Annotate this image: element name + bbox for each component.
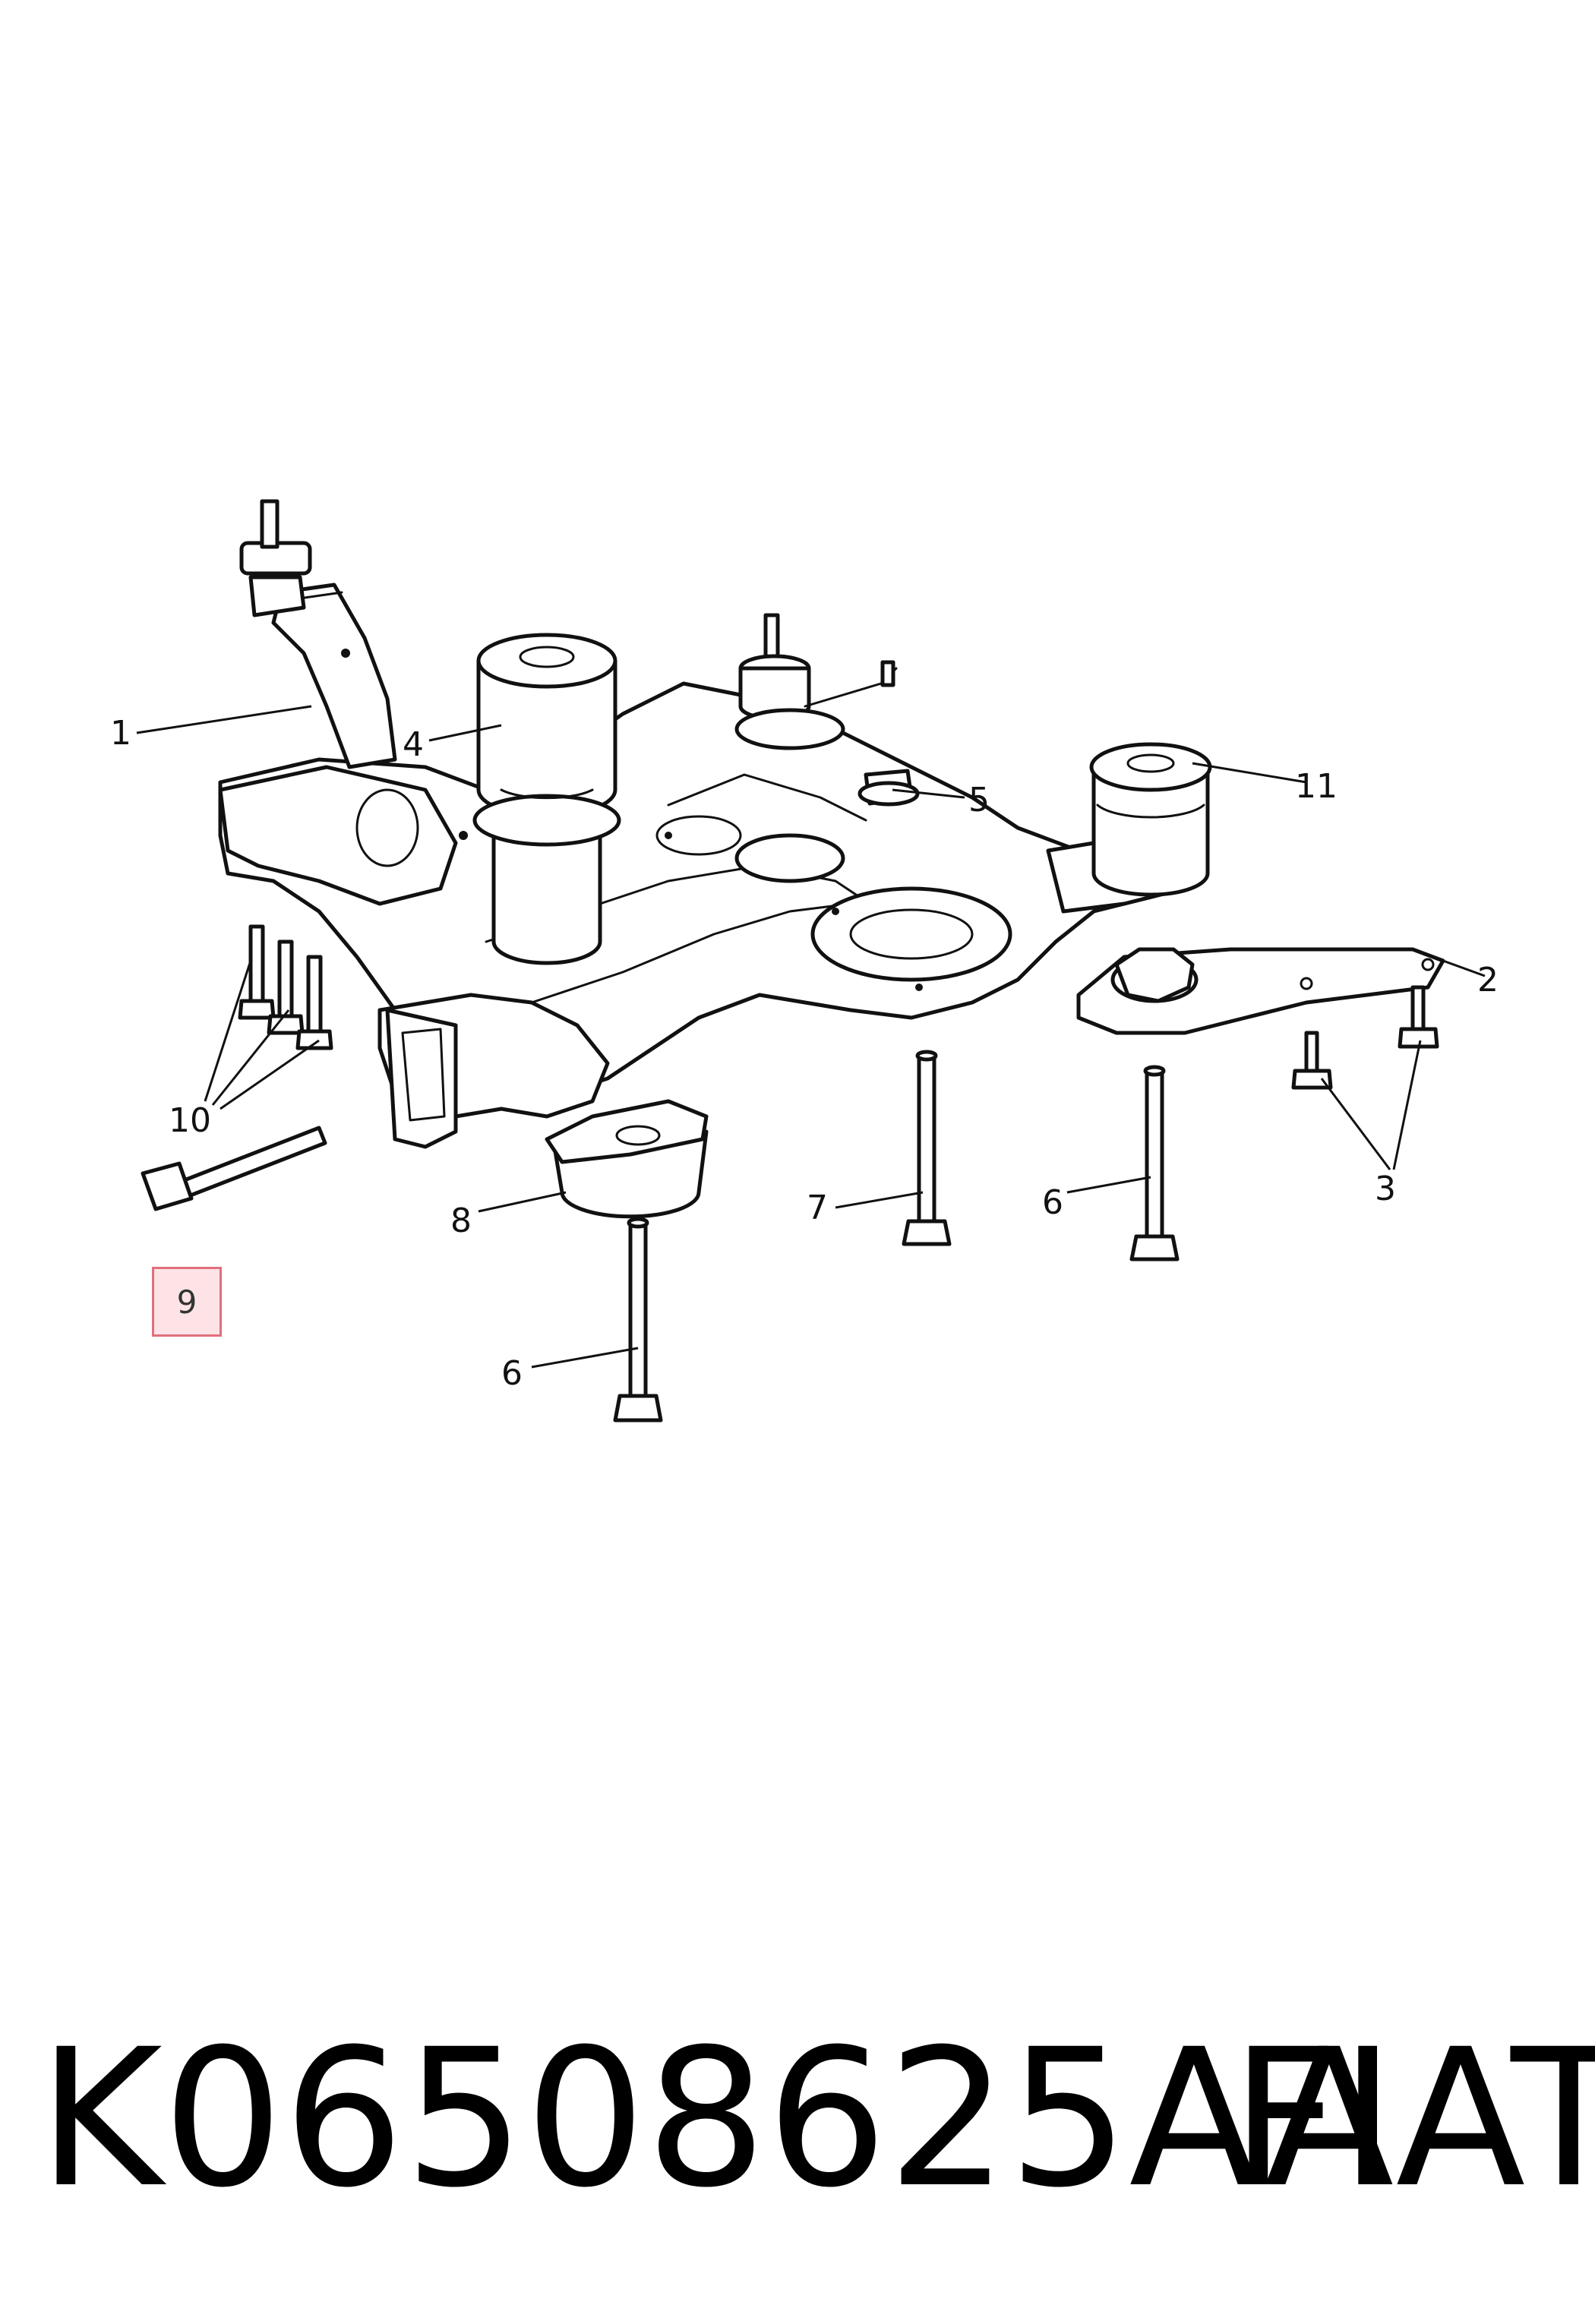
rear-center-mount bbox=[734, 613, 898, 750]
bolt-part-7 bbox=[902, 1050, 952, 1246]
long-bolt-part-9 bbox=[141, 1126, 327, 1211]
bushing-mount-part-11 bbox=[1089, 742, 1212, 897]
callout-9-highlight: 9 bbox=[152, 1267, 222, 1337]
brand-name: FIAT bbox=[1230, 2008, 1595, 2229]
part-number: K06508625AA bbox=[38, 2008, 1394, 2229]
leader-lines bbox=[136, 705, 1486, 1369]
callout-8: 8 bbox=[450, 1201, 472, 1240]
callout-5: 5 bbox=[968, 781, 990, 819]
bushing-cup-part-8 bbox=[545, 1099, 709, 1219]
callout-6-bottom: 6 bbox=[501, 1354, 523, 1393]
callout-4: 4 bbox=[403, 725, 424, 764]
callout-2: 2 bbox=[1477, 961, 1499, 999]
bolts-part-3 bbox=[1291, 985, 1439, 1090]
callout-6-right: 6 bbox=[1042, 1183, 1063, 1222]
bolts-part-10 bbox=[238, 924, 333, 1050]
callout-11: 11 bbox=[1295, 767, 1338, 806]
nut-part-5 bbox=[858, 769, 920, 807]
callout-labels: 1 4 5 11 2 10 3 8 7 6 6 bbox=[110, 714, 1499, 1393]
mount-arm-part-1 bbox=[239, 499, 397, 769]
bolt-part-6-bottom bbox=[613, 1217, 663, 1423]
bolt-part-6-right bbox=[1129, 1065, 1180, 1261]
callout-1: 1 bbox=[110, 714, 131, 753]
callout-7: 7 bbox=[807, 1189, 828, 1227]
bracket-plate-part-2 bbox=[1076, 947, 1445, 1035]
callout-9: 9 bbox=[176, 1283, 197, 1321]
cylinder-mount-part-4 bbox=[472, 633, 621, 965]
callout-10: 10 bbox=[169, 1101, 211, 1140]
callout-3: 3 bbox=[1375, 1170, 1396, 1208]
crossmember-frame bbox=[218, 681, 1210, 1149]
